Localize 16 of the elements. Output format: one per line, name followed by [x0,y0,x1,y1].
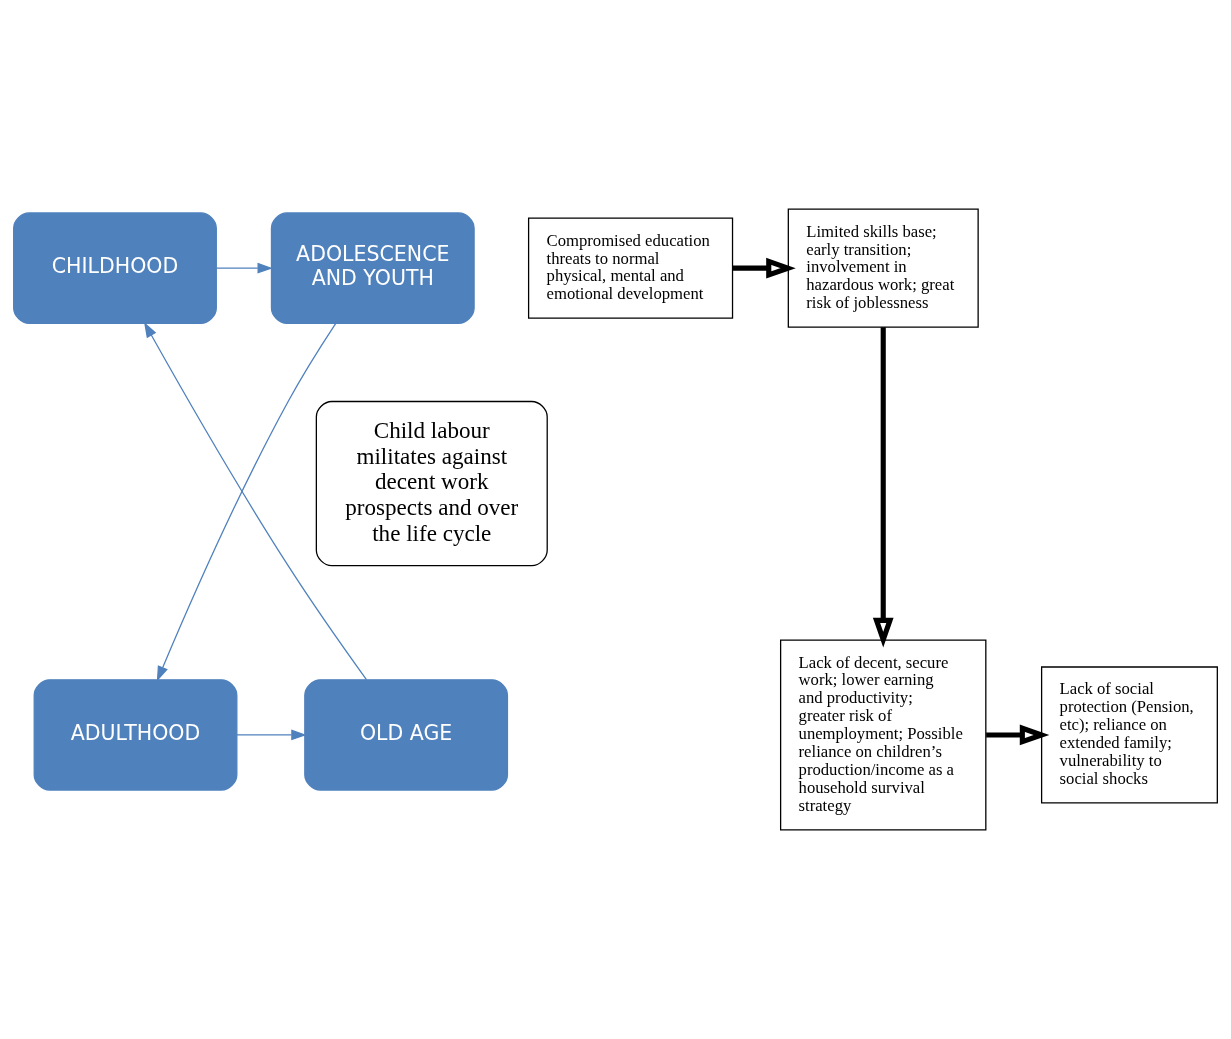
arrow [216,262,273,274]
node-box: ADULTHOOD [33,679,238,791]
node-box: Lack of decent, secure work; lower earning and productivity; greater risk of unemployment; Possible reliance on children’s production/income as a household survival strategy [780,639,987,831]
node-box: Lack of social protection (Pension, etc); reliance on extended family; vulnerability to social shocks [1040,666,1218,804]
node-box: ADOLESCENCE AND YOUTH [270,212,475,324]
arrow [872,327,894,648]
node-box: CHILDHOOD [13,212,217,324]
node-box: Compromised education threats to normal physical, mental and emotional development [527,217,734,319]
arrow [156,323,337,682]
arrow [144,322,368,681]
arrow [986,724,1050,746]
node-box: OLD AGE [304,679,509,791]
arrow [236,729,307,741]
node-box: Child labour militates against decent work prospects and over the life cycle [315,400,548,567]
node-box: Limited skills base; early transition; involvement in hazardous work; great risk of joblessness [787,208,979,328]
arrow [732,257,796,279]
